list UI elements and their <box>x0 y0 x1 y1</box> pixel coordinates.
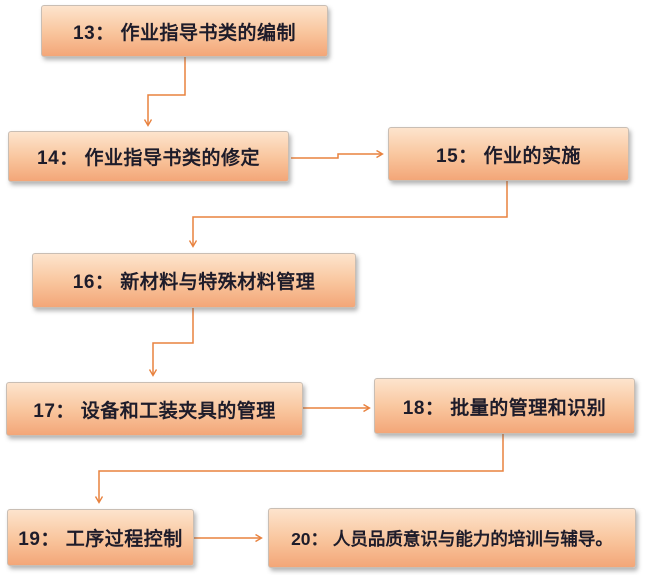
connector-16-to-17 <box>153 308 194 375</box>
node-18-batch-management-identification: 18： 批量的管理和识别 <box>374 378 635 434</box>
node-19-process-control: 19： 工序过程控制 <box>7 509 194 566</box>
node-17-equipment-fixture-management: 17： 设备和工装夹具的管理 <box>6 382 303 436</box>
connector-13-to-14 <box>148 57 186 125</box>
node-13-authoring-work-instructions: 13： 作业指导书类的编制 <box>41 5 328 57</box>
connector-18-to-19 <box>99 434 504 502</box>
connector-14-to-15 <box>291 154 382 159</box>
node-20-personnel-quality-training: 20： 人员品质意识与能力的培训与辅导。 <box>268 508 636 568</box>
node-15-operation-implementation: 15： 作业的实施 <box>388 127 629 181</box>
connector-15-to-16 <box>193 181 508 246</box>
node-14-revising-work-instructions: 14： 作业指导书类的修定 <box>8 131 289 182</box>
node-16-new-special-material-management: 16： 新材料与特殊材料管理 <box>32 253 356 308</box>
